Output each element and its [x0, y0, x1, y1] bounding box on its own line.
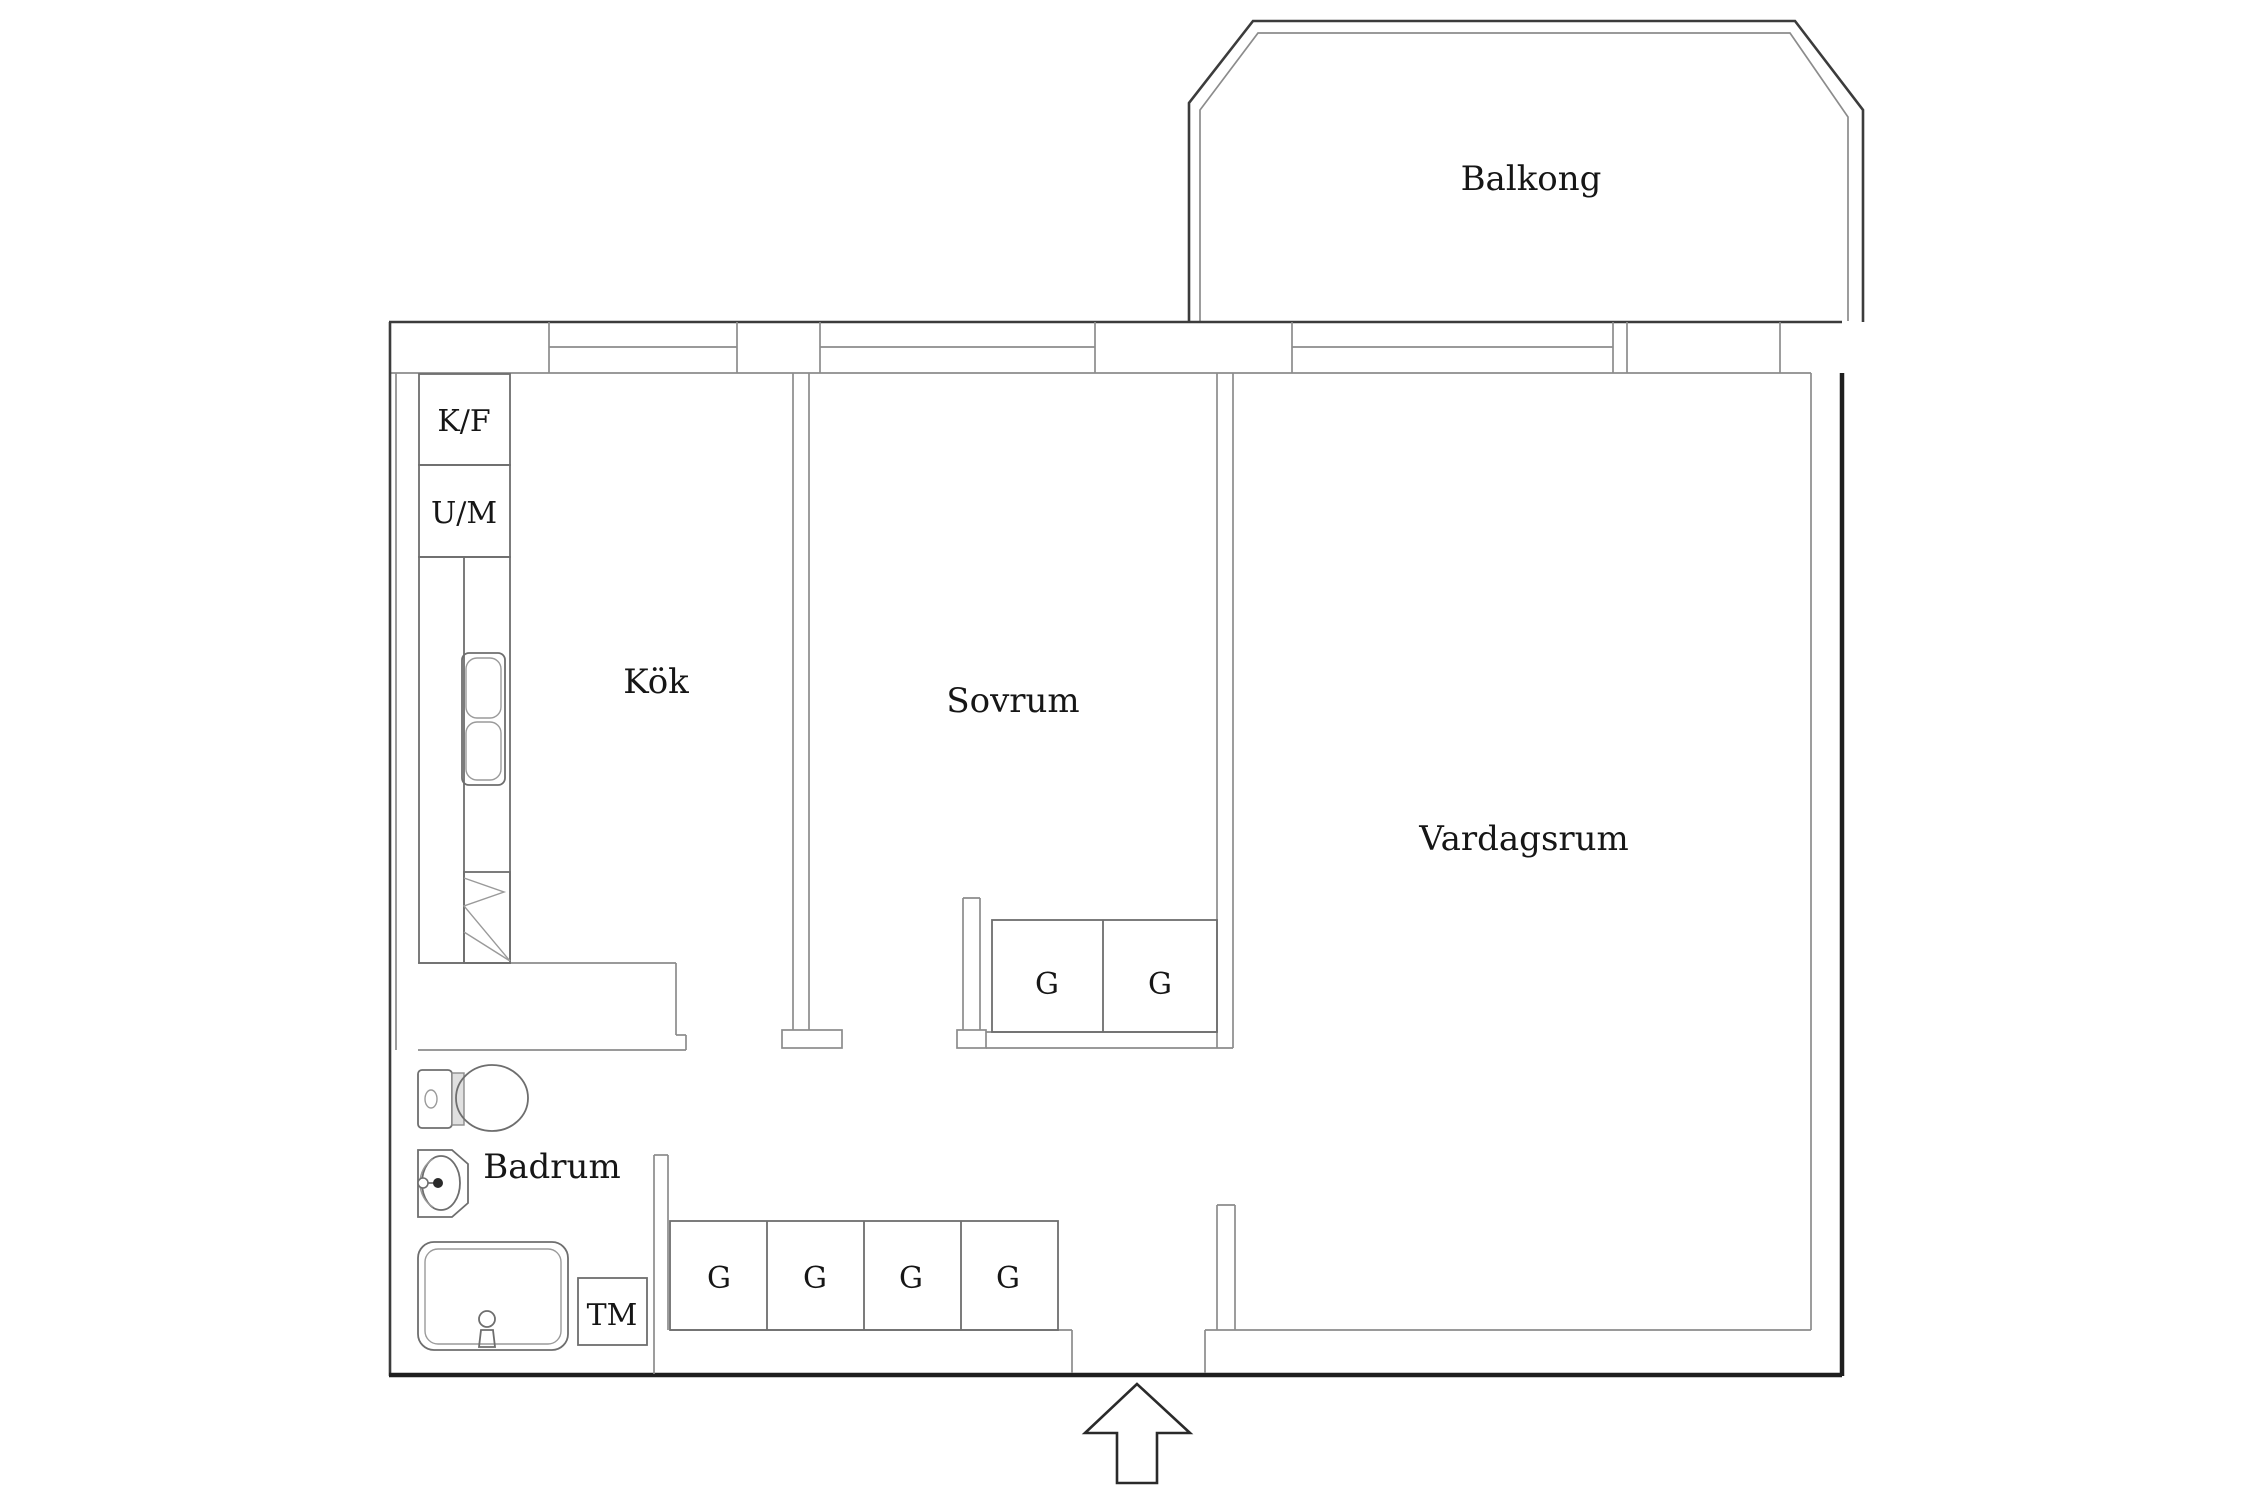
hall-wardrobe-label: G [803, 1261, 827, 1296]
wall-kitchen-bathroom [418, 962, 687, 1051]
kitchen-fixtures [418, 373, 511, 964]
bedroom-wardrobe-label: G [1035, 967, 1059, 1002]
stove-symbol [462, 871, 511, 964]
window-bedroom [819, 322, 1096, 373]
wall-kitchen-bedroom [781, 373, 843, 1049]
wall-entry-stub [1216, 1204, 1236, 1330]
entrance-arrow-icon [1081, 1382, 1194, 1485]
oven-microwave-label: U/M [431, 496, 497, 531]
balcony-label: Balkong [1461, 159, 1602, 199]
washing-machine-label: TM [587, 1298, 638, 1333]
bedroom-wardrobes [991, 919, 1218, 1033]
hall-wardrobe-label: G [899, 1261, 923, 1296]
wall-bedroom-livingroom [1216, 373, 1234, 1048]
window-livingroom [1291, 322, 1628, 373]
hall-wardrobe-label: G [707, 1261, 731, 1296]
washing-machine-box [577, 1277, 648, 1346]
hall-wardrobe-label: G [996, 1261, 1020, 1296]
window-kitchen [548, 322, 738, 373]
washbasin [417, 1149, 469, 1218]
balcony-walls [1187, 19, 1865, 322]
hall-wardrobes [669, 1220, 1059, 1331]
kitchen-sink [461, 652, 506, 786]
bedroom-label: Sovrum [946, 681, 1079, 721]
wall-bathroom-hall [653, 1154, 669, 1374]
toilet [417, 1064, 529, 1132]
fridge-freezer-label: K/F [437, 404, 490, 439]
kitchen-label: Kök [623, 662, 689, 702]
bathroom-fixtures [417, 1064, 648, 1351]
livingroom-label: Vardagsrum [1418, 819, 1629, 859]
bathtub [417, 1241, 569, 1351]
bathroom-label: Badrum [483, 1147, 620, 1187]
bedroom-wardrobe-label: G [1148, 967, 1172, 1002]
